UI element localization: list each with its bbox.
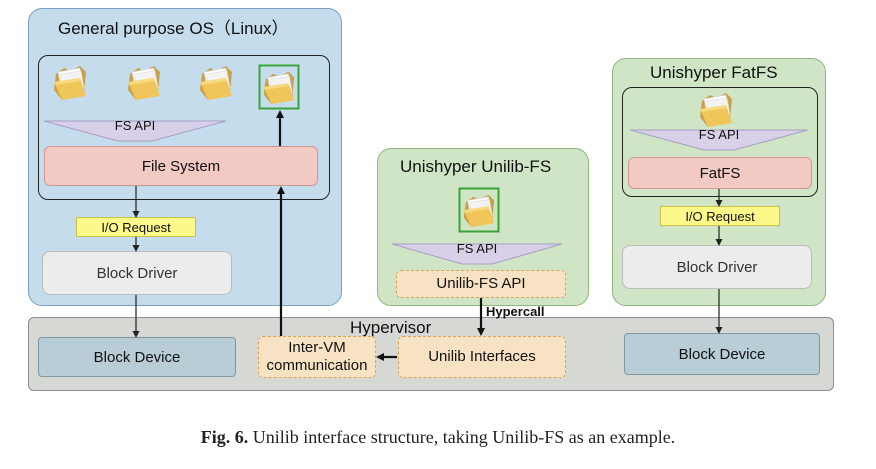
unilib-interfaces-box: Unilib Interfaces	[398, 336, 566, 378]
fatfs-box: FatFS	[628, 157, 812, 189]
hypervisor-title: Hypervisor	[350, 318, 432, 337]
os-app-frame	[38, 55, 330, 200]
inter-vm-line2: communication	[266, 357, 368, 374]
inter-vm-line1: Inter-VM	[288, 339, 346, 356]
highlighted-folder-icon	[258, 64, 300, 110]
highlighted-folder-icon	[458, 187, 500, 233]
io-request-box: I/O Request	[660, 206, 780, 226]
figure-caption: Fig. 6. Unilib interface structure, taki…	[0, 427, 876, 448]
fs-api-arrow-shape	[44, 120, 226, 142]
fatfs-title: Unishyper FatFS	[650, 63, 778, 82]
block-device-box: Block Device	[624, 333, 820, 375]
inter-vm-communication-box: Inter-VM communication	[258, 336, 376, 378]
caption-text: Unilib interface structure, taking Unili…	[252, 427, 676, 447]
block-device-box: Block Device	[38, 337, 236, 377]
fs-api-arrow-shape	[392, 243, 562, 265]
hypercall-label: Hypercall	[486, 304, 545, 319]
fs-api-label: FS API	[114, 118, 156, 133]
fs-api-arrow-shape	[630, 129, 808, 151]
unilib-fs-api-box: Unilib-FS API	[396, 270, 566, 298]
caption-prefix: Fig. 6.	[200, 427, 249, 447]
fatfs-app-frame	[622, 87, 818, 197]
block-driver-box: Block Driver	[42, 251, 232, 295]
unilib-fs-title: Unishyper Unilib-FS	[400, 157, 552, 176]
file-system-box: File System	[44, 146, 318, 186]
general-os-title: General purpose OS（Linux）	[58, 19, 289, 38]
fs-api-label: FS API	[456, 241, 498, 256]
fs-api-label: FS API	[698, 127, 740, 142]
